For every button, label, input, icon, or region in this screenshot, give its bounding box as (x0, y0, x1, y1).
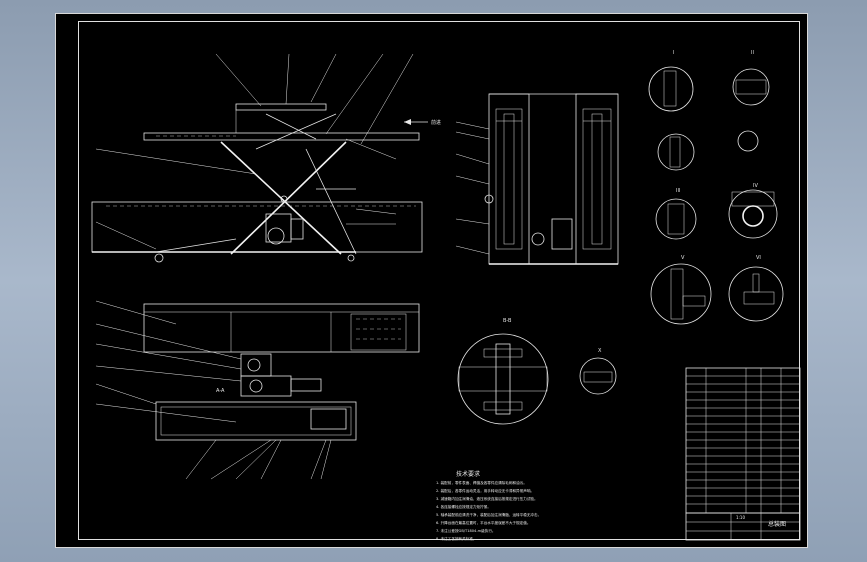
detail-label-i: I (673, 50, 674, 56)
front-view (455, 93, 619, 265)
arrow-label: 前进 (431, 119, 441, 126)
section-label-aa: A-A (216, 388, 225, 394)
side-view-scissor-lift: 前进 (91, 53, 441, 263)
cad-drawing-canvas: 前进 A-A (91, 50, 801, 541)
note-5: 5. 轴承装配前应清洗干净，装配后加注润滑脂，运转平稳无冲击。 (436, 512, 541, 517)
note-1: 1. 装配前，零件表面、焊缝及各零件应清除毛刺和油污。 (436, 480, 527, 485)
note-8: 8. 未注工艺按有关标准。 (436, 536, 477, 541)
note-6: 6. 升降台面在最高位置时，平台水平度误差不大于规定值。 (436, 520, 530, 525)
parts-list (685, 367, 801, 514)
notes-title: 技术要求 (456, 470, 480, 478)
drawing-sheet: 前进 A-A (55, 13, 808, 548)
detail-label-vi: VI (756, 255, 761, 261)
detail-label-iii: III (676, 188, 680, 194)
note-7: 7. 未注公差按GB/T1804-m级执行。 (436, 528, 496, 533)
detail-views: I II III IV V VI (457, 50, 784, 425)
section-label-bb: B-B (503, 318, 512, 324)
drawing-frame (78, 21, 800, 540)
drawing-scale: 1:10 (736, 515, 745, 520)
top-view: A-A (95, 300, 420, 480)
note-4: 4. 各连接螺栓应按规定力矩拧紧。 (436, 504, 491, 509)
detail-label-iv: IV (753, 183, 758, 189)
detail-label-ii: II (751, 50, 754, 56)
detail-label-v: V (681, 255, 685, 261)
technical-notes: 技术要求 1. 装配前，零件表面、焊缝及各零件应清除毛刺和油污。 2. 装配后，… (436, 470, 541, 541)
title-block: 总装图 1:10 (685, 512, 801, 541)
note-3: 3. 减速箱内加注润滑油，液压系统连接后按规定进行压力试验。 (436, 496, 538, 501)
detail-label-x: X (598, 348, 602, 354)
note-2: 2. 装配后，各零件运动灵活，用手转动应无卡滞和异常声响。 (436, 488, 534, 493)
drawing-name: 总装图 (768, 520, 786, 528)
